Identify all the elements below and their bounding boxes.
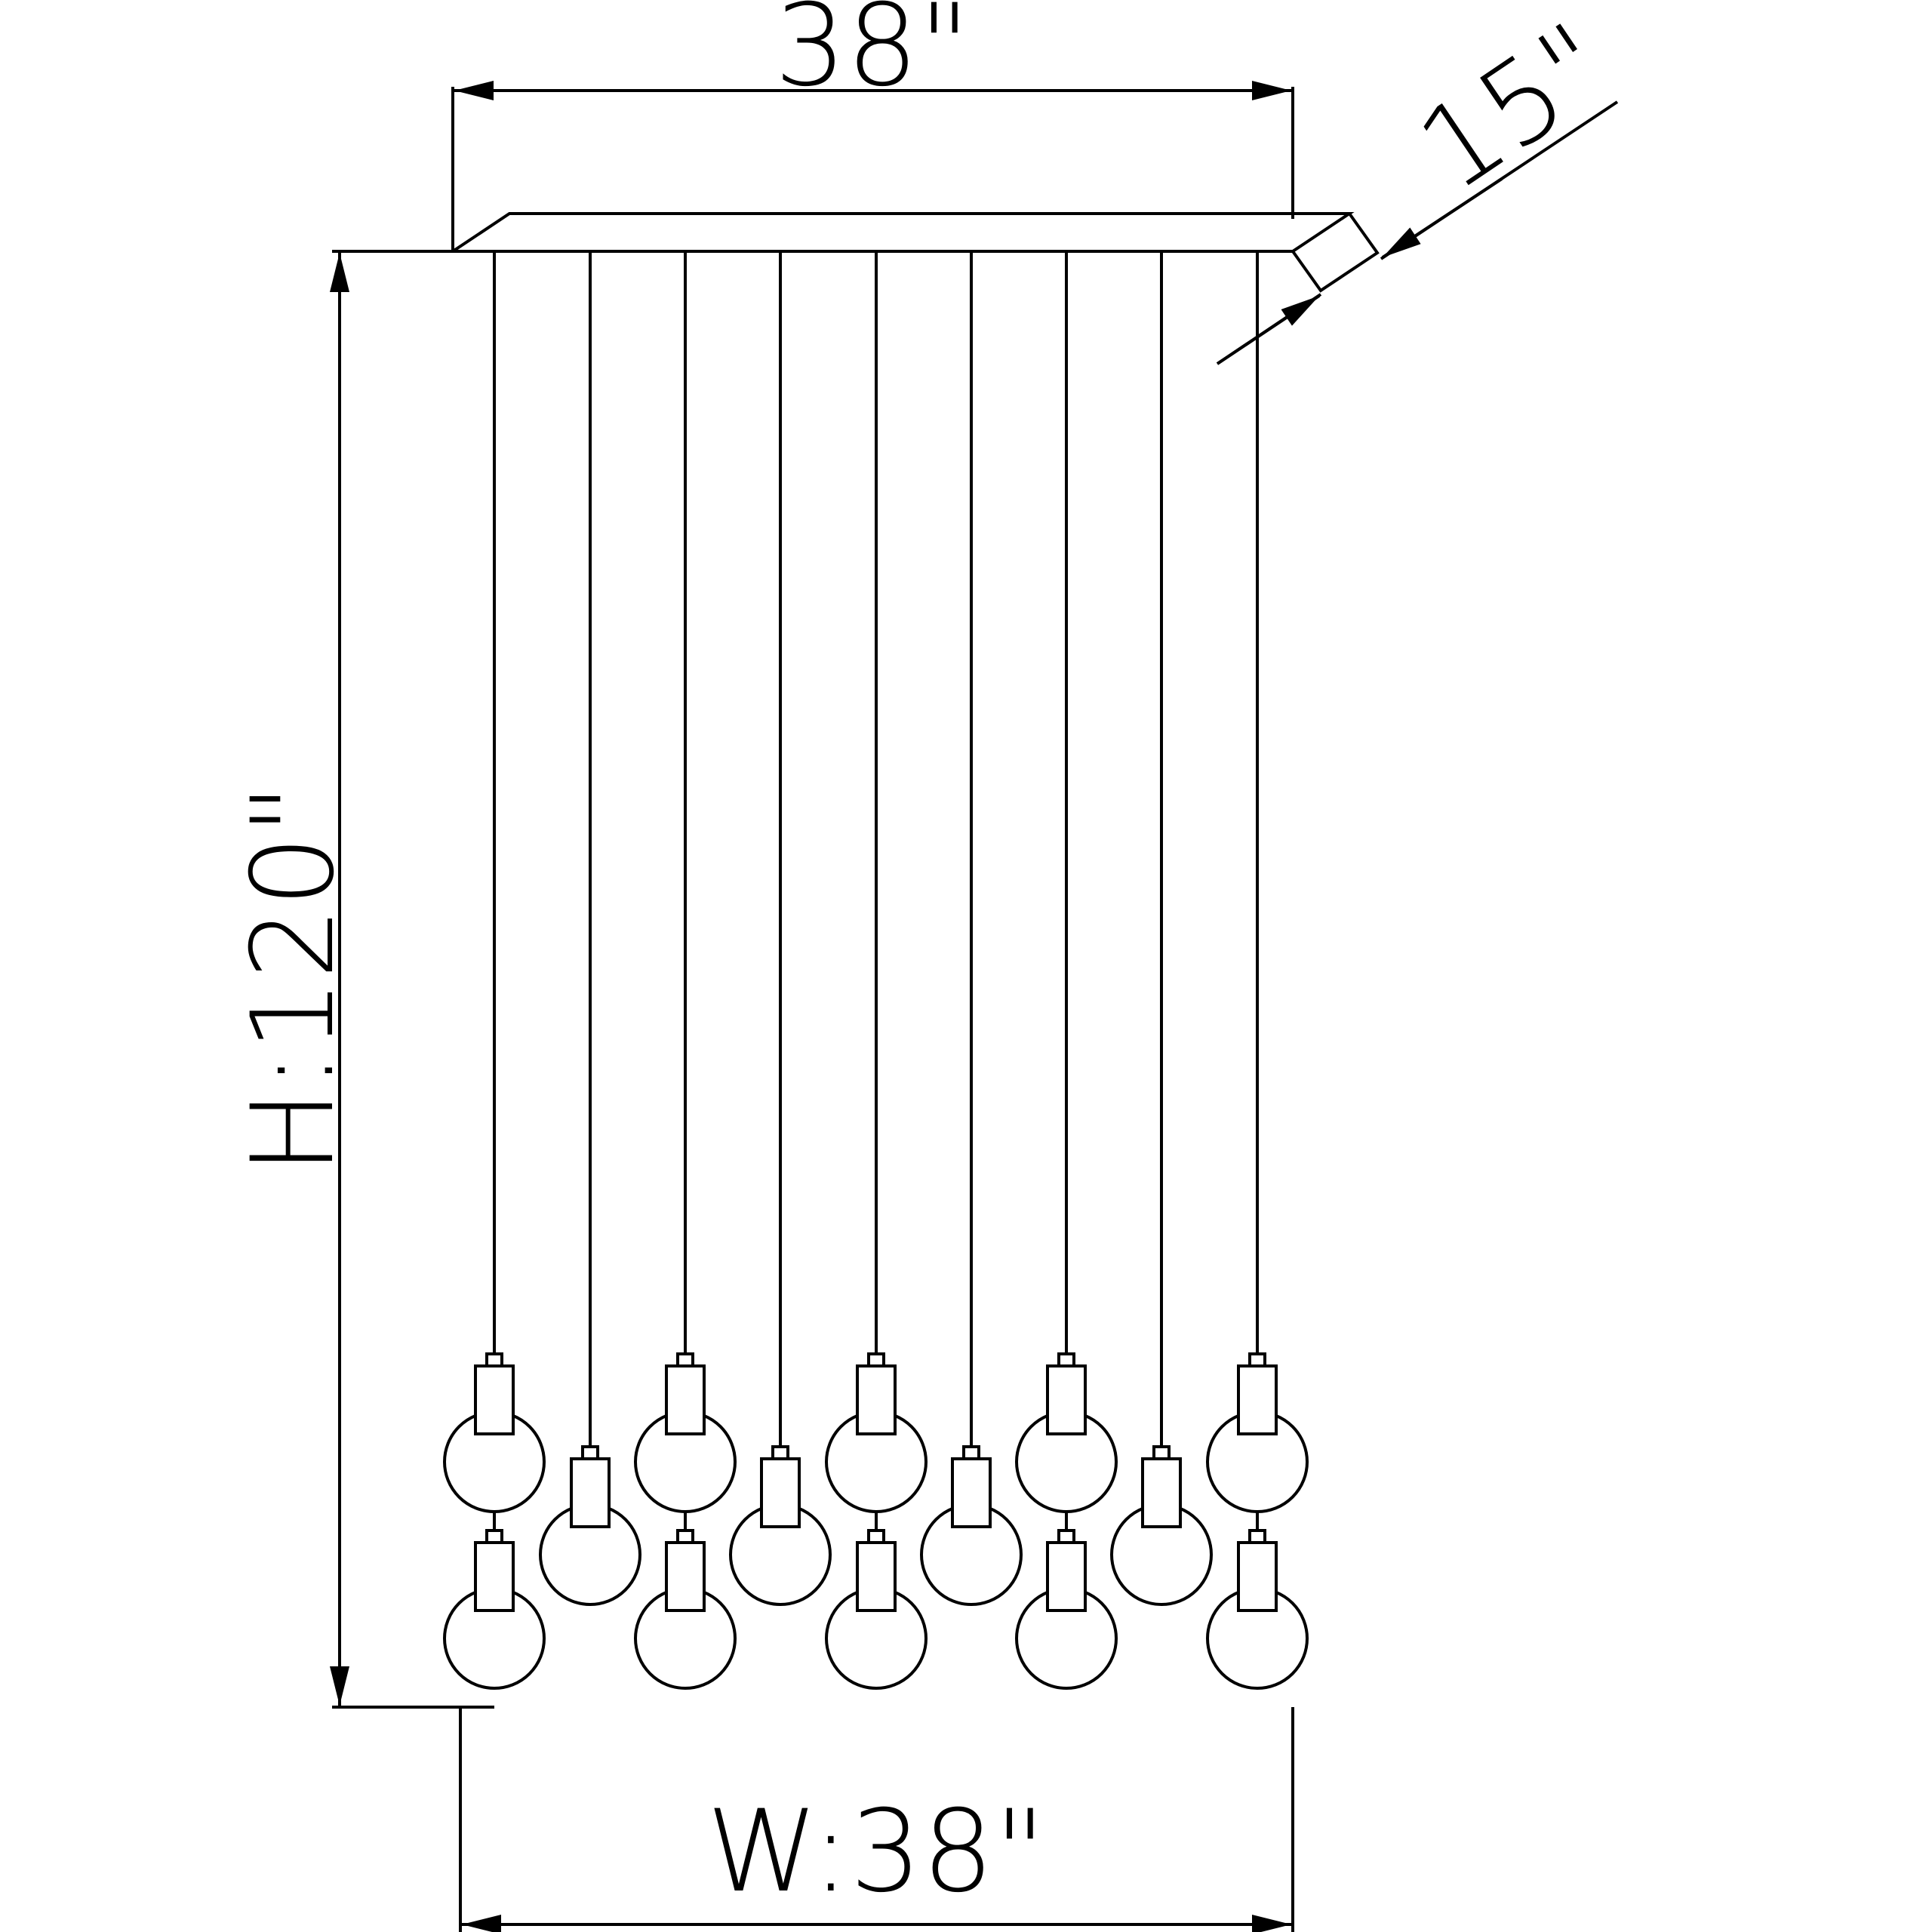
bulb-socket [1141,1457,1182,1528]
pendant-bulb [1206,1352,1309,1513]
bulb-cap [867,1529,885,1544]
bulb-socket [665,1541,706,1612]
canopy-depth-face [1291,212,1380,293]
pendant-bulb [825,1352,928,1513]
pendant-bulb [634,1352,737,1513]
bulb-socket [1237,1364,1278,1435]
bulb-cap [771,1445,789,1460]
pendant-bulb [539,1445,641,1606]
bulb-socket [1046,1364,1087,1435]
bulb-socket [570,1457,611,1528]
bulb-cap [581,1445,599,1460]
bulb-cap [1057,1529,1075,1544]
bulb-socket [474,1364,515,1435]
bulb-cap [867,1352,885,1367]
dim-depth-arrow-lower [1216,294,1321,365]
bulb-cap [676,1352,694,1367]
pendant-bulb [920,1445,1023,1606]
bulb-socket [665,1364,706,1435]
bulb-socket [1046,1541,1087,1612]
canopy-plate [448,212,1355,253]
bulb-socket [1237,1541,1278,1612]
pendant-bulb [1206,1529,1309,1690]
bulb-socket [474,1541,515,1612]
pendant-bulb [1015,1352,1118,1513]
dim-bottom-width-label: W:38" [706,1786,1046,1918]
pendant-bulb [634,1529,737,1690]
dim-top-width-label: 38" [774,0,971,112]
pendant-bulb [825,1529,928,1690]
bulb-cap [485,1529,503,1544]
bulb-socket [856,1364,897,1435]
pendant-bulb [443,1352,546,1513]
pendant-bulb [729,1445,832,1606]
bulb-socket [951,1457,992,1528]
bulb-cap [1057,1352,1075,1367]
bulb-cap [1248,1529,1266,1544]
bulb-cap [962,1445,980,1460]
dim-depth-label: 15" [1396,0,1632,217]
bulb-socket [760,1457,801,1528]
bulb-cap [1152,1445,1171,1460]
dim-depth-arrow-upper [1381,177,1503,259]
bulb-cap [1248,1352,1266,1367]
dim-height-label: H:120" [228,783,359,1175]
pendant-bulb [1110,1445,1213,1606]
bulb-socket [856,1541,897,1612]
pendant-bulb [443,1529,546,1690]
bulb-cap [676,1529,694,1544]
pendant-bulb [1015,1529,1118,1690]
bulb-cap [485,1352,503,1367]
